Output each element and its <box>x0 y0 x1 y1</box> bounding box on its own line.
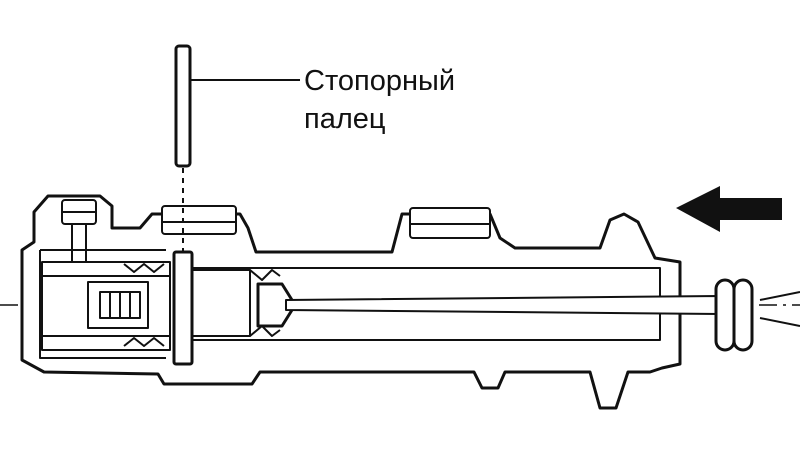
stop-pin-label-line2: палец <box>304 103 386 135</box>
primary-piston-assembly <box>187 269 294 337</box>
stop-pin-label-line1: Стопорный <box>304 65 456 97</box>
push-rod-outer <box>759 291 800 301</box>
push-rod <box>285 295 721 315</box>
reservoir-inlet-left <box>61 199 97 262</box>
push-rod-boot <box>714 278 754 352</box>
secondary-piston-assembly <box>41 261 171 351</box>
arrow-left-icon <box>676 186 782 232</box>
stop-pin-label: Стопорный палец <box>304 62 455 138</box>
stop-pin <box>172 44 194 366</box>
push-rod-outer-lower <box>759 317 800 327</box>
reservoir-inlet-middle <box>161 205 237 235</box>
reservoir-inlet-right <box>409 207 491 239</box>
